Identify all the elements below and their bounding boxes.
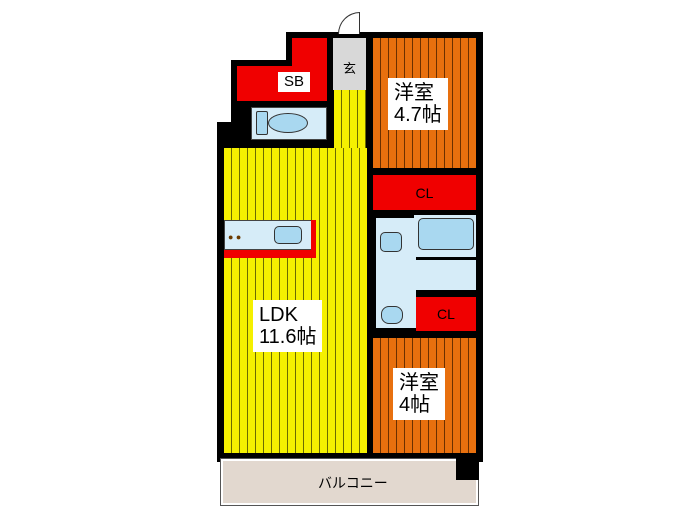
western-room-2-name: 洋室 [399,372,439,394]
storage-sb [292,38,327,68]
kitchen-counter-side [311,220,316,252]
balcony-label: バルコニー [318,475,388,491]
sb-label: SB [278,72,311,92]
western-room-2-size: 4帖 [399,394,431,416]
toilet-icon [268,113,308,133]
kitchen-counter-edge [224,250,316,258]
entrance-door[interactable] [338,12,360,34]
ldk-label: LDK 11.6帖 [253,300,323,352]
hallway [334,90,366,152]
western-room-1-name: 洋室 [394,82,434,104]
washing-machine-icon [381,306,403,324]
closet-1: CL [373,175,476,210]
ldk-size: 11.6帖 [259,326,317,348]
balcony [220,458,479,506]
stove-icon: ● ● [228,232,242,242]
western-room-1-label: 洋室 4.7帖 [388,78,448,130]
entrance [333,38,366,90]
closet-2: CL [416,297,476,331]
western-room-2-label: 洋室 4帖 [393,368,445,420]
entrance-label: 玄 [343,61,357,76]
bathtub-icon [418,218,474,250]
ldk-name: LDK [259,304,298,326]
sink-icon [274,226,302,244]
bath-anteroom [414,260,476,290]
washbasin-icon [380,232,402,252]
toilet-tank-icon [256,111,268,135]
western-room-1-size: 4.7帖 [394,104,442,126]
wall-balcony-corner [456,455,479,480]
